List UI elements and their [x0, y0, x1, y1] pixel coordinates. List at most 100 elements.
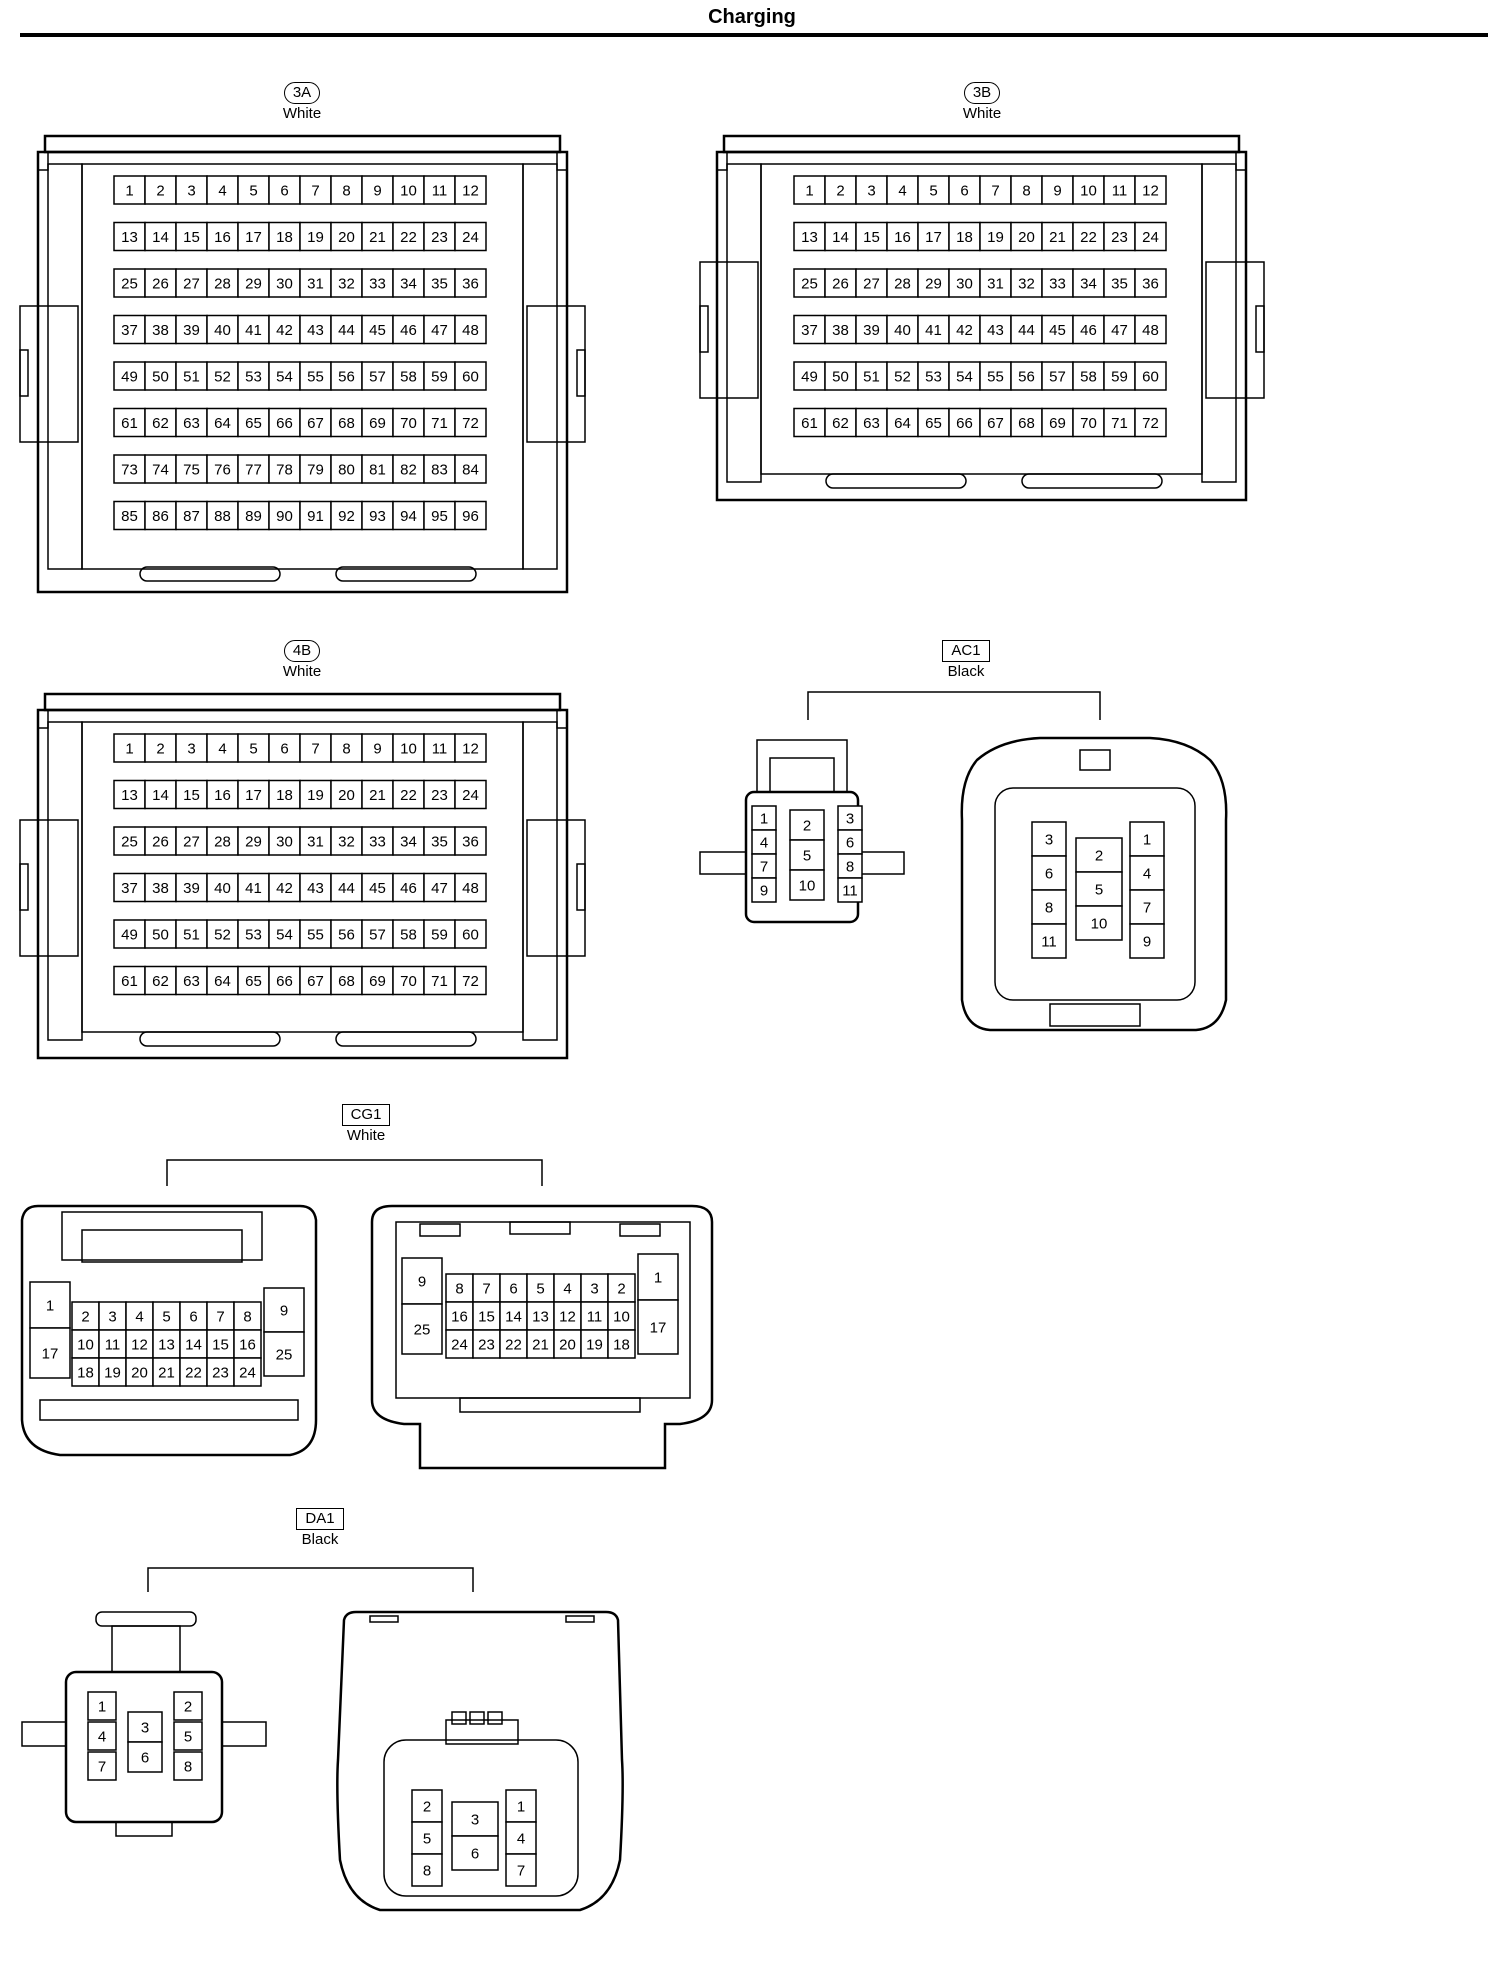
connector-4b-pin: 10	[392, 733, 425, 763]
svg-text:29: 29	[245, 834, 262, 851]
connector-3a-pin: 14	[144, 221, 177, 252]
svg-text:36: 36	[462, 834, 479, 851]
svg-text:10: 10	[400, 183, 417, 200]
connector-ac1-right-pin: 1	[1129, 821, 1165, 857]
svg-text:20: 20	[559, 1337, 576, 1354]
connector-cg1-right-pin: 25	[401, 1303, 443, 1355]
svg-text:5: 5	[423, 1831, 431, 1848]
connector-3a-pin: 26	[144, 268, 177, 298]
connector-cg1-right-pin: 24	[445, 1329, 474, 1359]
connector-ac1-right-pin: 11	[1031, 923, 1067, 959]
connector-cg1-right-pin: 14	[499, 1301, 528, 1331]
connector-ac1-right-pin: 9	[1129, 923, 1165, 959]
connector-4b-pin: 28	[206, 826, 239, 856]
svg-text:24: 24	[1142, 229, 1159, 246]
connector-4b-code: 4B	[283, 640, 321, 662]
connector-4b-pin: 48	[454, 872, 487, 903]
connector-3b-pin: 42	[948, 314, 981, 345]
connector-4b-pin: 50	[144, 919, 177, 949]
connector-4b-pin: 17	[237, 779, 270, 810]
connector-4b-pin: 6	[268, 733, 301, 763]
connector-4b-pin: 53	[237, 919, 270, 949]
svg-text:36: 36	[462, 276, 479, 293]
svg-text:48: 48	[462, 880, 479, 897]
svg-text:10: 10	[77, 1337, 94, 1354]
svg-text:91: 91	[307, 508, 324, 525]
connector-3a-pin: 2	[144, 175, 177, 205]
connector-4b-pin: 1	[113, 733, 146, 763]
connector-3a-pin: 80	[330, 454, 363, 484]
connector-3b-pin: 20	[1010, 221, 1043, 252]
connector-3a-pin: 22	[392, 221, 425, 252]
connector-3a-pin: 7	[299, 175, 332, 205]
connector-4b-pin: 45	[361, 872, 394, 903]
svg-text:20: 20	[131, 1365, 148, 1382]
connector-4b-pin: 14	[144, 779, 177, 810]
svg-text:12: 12	[462, 183, 479, 200]
connector-3b-pin: 14	[824, 221, 857, 252]
svg-text:33: 33	[369, 276, 386, 293]
connector-cg1-left-pin: 2	[71, 1301, 100, 1331]
svg-text:35: 35	[431, 276, 448, 293]
svg-text:52: 52	[214, 927, 231, 944]
svg-text:66: 66	[956, 415, 973, 432]
svg-text:19: 19	[586, 1337, 603, 1354]
connector-4b-pin: 51	[175, 919, 208, 949]
connector-3a-pin: 6	[268, 175, 301, 205]
title-rule	[20, 33, 1488, 37]
svg-text:31: 31	[307, 834, 324, 851]
connector-3a-pin: 62	[144, 407, 177, 438]
svg-text:8: 8	[423, 1863, 431, 1880]
svg-text:85: 85	[121, 508, 138, 525]
svg-text:42: 42	[956, 322, 973, 339]
svg-text:6: 6	[189, 1309, 197, 1326]
svg-text:21: 21	[369, 787, 386, 804]
connector-4b-pin: 30	[268, 826, 301, 856]
svg-text:8: 8	[1022, 183, 1030, 200]
connector-3b-pin: 61	[793, 407, 826, 438]
connector-4b-pin: 40	[206, 872, 239, 903]
connector-3b-pin: 17	[917, 221, 950, 252]
svg-text:10: 10	[1091, 916, 1108, 933]
svg-text:45: 45	[1049, 322, 1066, 339]
svg-text:27: 27	[183, 276, 200, 293]
svg-text:19: 19	[307, 787, 324, 804]
svg-text:41: 41	[925, 322, 942, 339]
svg-text:40: 40	[214, 880, 231, 897]
connector-4b-pin: 66	[268, 965, 301, 996]
svg-text:67: 67	[987, 415, 1004, 432]
connector-3a-pin: 34	[392, 268, 425, 298]
svg-text:11: 11	[105, 1337, 121, 1354]
connector-4b-pin: 23	[423, 779, 456, 810]
connector-da1-right-pin: 7	[505, 1853, 537, 1887]
svg-text:8: 8	[243, 1309, 251, 1326]
svg-text:22: 22	[1080, 229, 1097, 246]
svg-text:51: 51	[183, 369, 200, 386]
svg-text:11: 11	[1112, 183, 1128, 200]
svg-text:28: 28	[214, 276, 231, 293]
svg-text:68: 68	[338, 415, 355, 432]
svg-text:19: 19	[987, 229, 1004, 246]
svg-text:45: 45	[369, 880, 386, 897]
svg-text:28: 28	[894, 276, 911, 293]
svg-text:1: 1	[46, 1298, 54, 1315]
svg-text:8: 8	[184, 1759, 192, 1776]
connector-cg1-left-pin: 21	[152, 1357, 181, 1387]
svg-text:55: 55	[307, 927, 324, 944]
svg-text:25: 25	[121, 834, 138, 851]
connector-3a-code: 3A	[283, 82, 321, 104]
svg-text:20: 20	[338, 787, 355, 804]
svg-text:65: 65	[925, 415, 942, 432]
connector-3b-pin: 22	[1072, 221, 1105, 252]
svg-text:51: 51	[183, 927, 200, 944]
svg-text:17: 17	[245, 787, 262, 804]
connector-3a-pin: 29	[237, 268, 270, 298]
svg-text:87: 87	[183, 508, 200, 525]
connector-3a-pin: 36	[454, 268, 487, 298]
connector-3a-pin: 1	[113, 175, 146, 205]
connector-4b-pin: 56	[330, 919, 363, 949]
connector-4b-pin: 44	[330, 872, 363, 903]
svg-text:24: 24	[462, 787, 479, 804]
connector-da1-right-pin: 3	[451, 1801, 499, 1837]
connector-4b-pin: 32	[330, 826, 363, 856]
